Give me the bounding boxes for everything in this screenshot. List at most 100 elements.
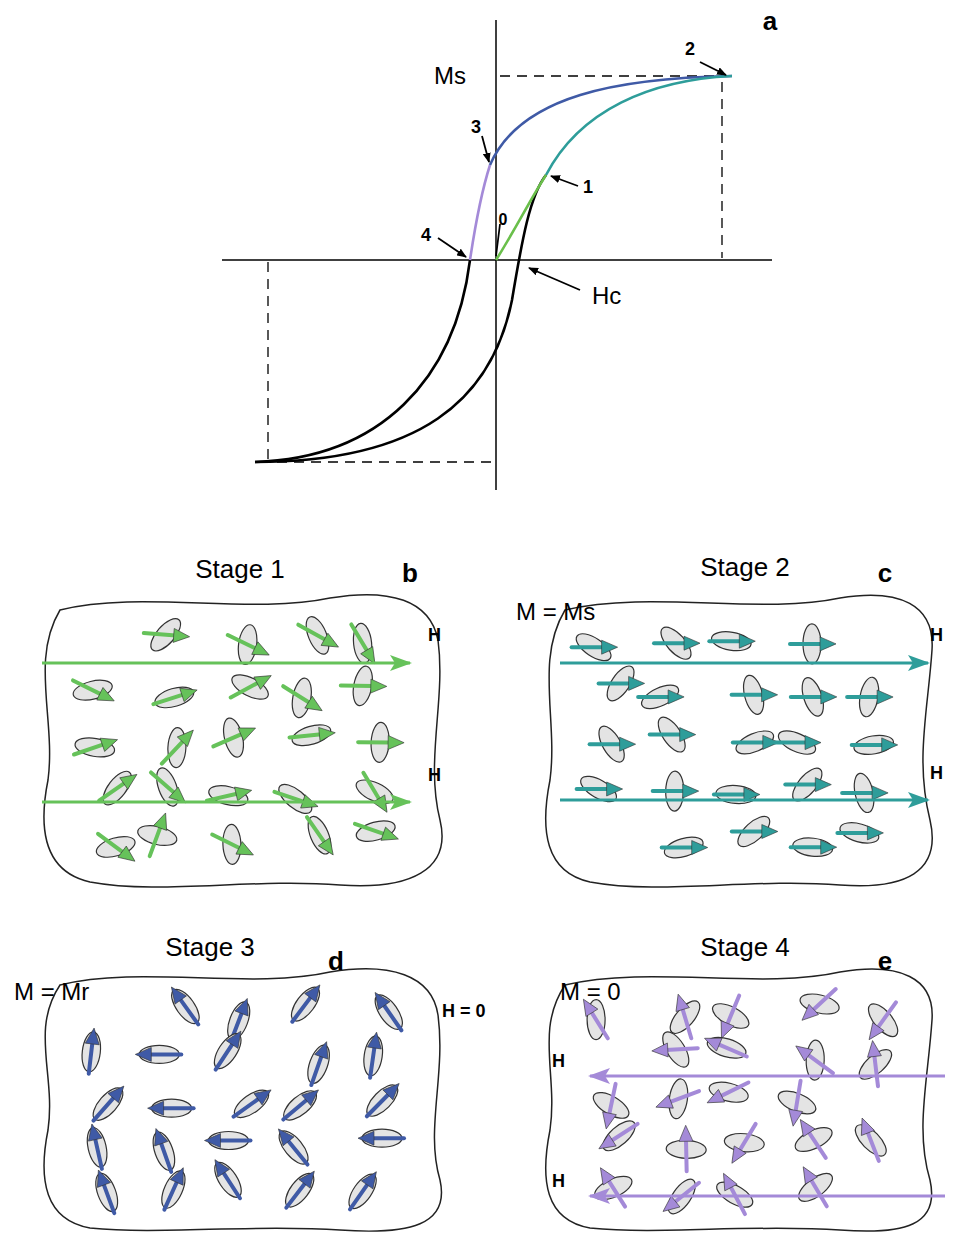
moment-arrow: [143, 626, 190, 644]
magnetic-domain: [280, 1167, 319, 1212]
field-label: H: [428, 766, 441, 784]
moment-arrow: [149, 1126, 177, 1174]
moment-arrow: [791, 690, 837, 704]
magnetic-domain: [225, 624, 273, 666]
magnetic-domain: [791, 675, 837, 719]
moment-arrow: [209, 828, 256, 861]
magnetic-domain: [863, 998, 903, 1044]
panel-letter: d: [328, 948, 344, 974]
magnetic-domain: [651, 1028, 698, 1071]
moment-arrow: [852, 738, 898, 752]
moment-arrow: [211, 722, 259, 753]
magnetic-domain: [151, 683, 199, 712]
magnetic-domain: [361, 1031, 384, 1079]
magnetic-domain: [289, 721, 336, 750]
magnetic-domain: [358, 1129, 404, 1147]
magnetic-domain: [852, 733, 898, 758]
moment-arrow: [842, 786, 888, 800]
magnetic-domain: [84, 1122, 110, 1170]
moment-arrow: [786, 1080, 807, 1128]
callout-number: 3: [471, 118, 481, 136]
moment-arrow: [166, 983, 204, 1029]
domain-grain: [274, 779, 316, 818]
moment-arrow: [72, 733, 120, 761]
magnetic-domain: [157, 725, 199, 768]
magnetic-domain: [301, 813, 339, 859]
callout-number: 1: [583, 178, 593, 196]
magnetic-domain: [341, 665, 387, 708]
moment-arrow: [651, 1041, 698, 1058]
domain-grain: [354, 817, 397, 845]
moment-arrow: [230, 1084, 276, 1122]
magnetic-domain: [709, 629, 755, 653]
moment-arrow: [679, 1125, 694, 1171]
domain-grain: [863, 999, 903, 1041]
moment-arrow: [287, 981, 326, 1026]
magnetic-domain: [279, 1085, 323, 1126]
magnetic-domain: [702, 1032, 750, 1063]
magnetic-domain: [590, 722, 636, 766]
moment-arrow: [362, 1079, 404, 1122]
field-label: H: [552, 1172, 565, 1190]
moment-arrow: [281, 1167, 320, 1212]
domain-grain: [228, 670, 272, 704]
dashed-guides: [260, 76, 730, 462]
magnetic-domain: [723, 1120, 765, 1167]
moment-arrow: [279, 1085, 323, 1125]
moment-arrow: [135, 1047, 181, 1061]
moment-arrow: [151, 683, 199, 710]
moment-arrow: [863, 998, 901, 1044]
magnetic-domain: [854, 1040, 896, 1087]
magnetic-domain: [345, 621, 381, 668]
moment-arrow: [225, 629, 273, 662]
moment-arrow: [158, 1165, 190, 1213]
magnetic-domain: [72, 733, 120, 761]
stage-title: Stage 4: [700, 934, 790, 960]
moment-arrow: [590, 737, 636, 751]
moment-arrow: [205, 783, 253, 807]
magnetization-label: M = Mr: [14, 980, 89, 1004]
moment-arrow: [654, 636, 700, 650]
magnetic-domain: [638, 680, 684, 713]
field-label: H: [552, 1052, 565, 1070]
moment-arrow: [345, 621, 381, 668]
moment-arrow: [357, 769, 393, 816]
domain-grain: [210, 1158, 247, 1201]
magnetic-domain: [732, 811, 778, 851]
leader-arrows: [438, 62, 726, 290]
magnetic-domain: [794, 1163, 837, 1210]
magnetic-domain: [704, 1076, 751, 1109]
magnetic-domain: [358, 722, 404, 763]
magnetic-domain: [792, 1116, 836, 1162]
magnetic-domain: [80, 1027, 103, 1074]
magnetic-domain: [279, 677, 325, 720]
stage-title: Stage 2: [700, 554, 790, 580]
moment-arrow: [273, 1124, 313, 1168]
moment-arrow: [595, 1164, 631, 1210]
moment-arrow: [92, 1168, 121, 1216]
moment-arrow: [599, 1082, 622, 1130]
domain-grain: [850, 1120, 891, 1161]
moment-arrow: [856, 1115, 886, 1163]
magnetic-domain: [70, 674, 117, 707]
domain-grain: [344, 1170, 382, 1213]
magnetic-domain: [713, 1170, 757, 1217]
magnetic-domain: [362, 1079, 404, 1122]
panel-letter: a: [763, 8, 777, 34]
moment-arrow: [358, 1131, 404, 1145]
magnetic-domain: [653, 771, 699, 811]
stage-title: Stage 1: [195, 556, 285, 582]
moment-arrow: [272, 785, 320, 813]
magnetic-domain: [666, 1125, 707, 1171]
magnetic-domain: [353, 817, 401, 846]
callout-number: 0: [499, 212, 508, 228]
moment-arrow: [732, 688, 778, 702]
moment-arrow: [599, 676, 645, 690]
magnetic-domain: [775, 1080, 819, 1128]
moment-arrow: [148, 1101, 194, 1115]
magnetic-domain: [143, 614, 190, 656]
domain-grain: [149, 1129, 179, 1173]
moment-arrow: [227, 669, 274, 703]
domain-grain: [598, 1116, 640, 1156]
magnetic-domain: [595, 1116, 641, 1156]
